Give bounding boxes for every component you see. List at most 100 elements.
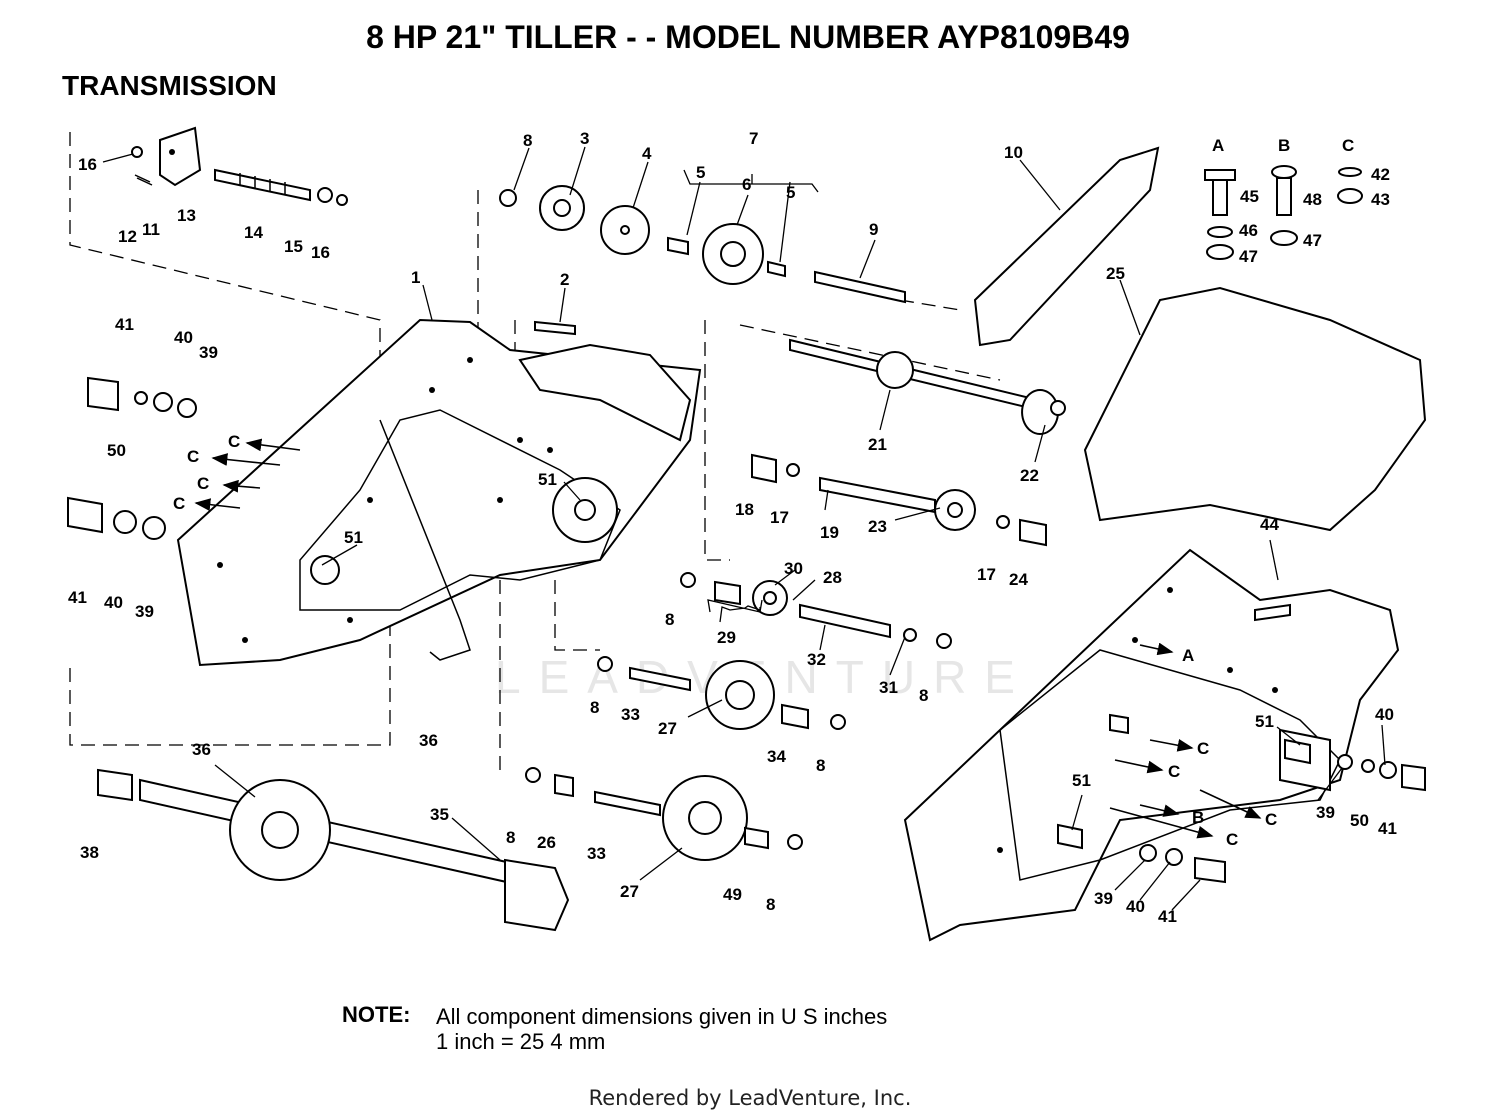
arrow-label-c7: C xyxy=(1265,810,1277,829)
callout-27a: 27 xyxy=(658,719,677,738)
callout-29: 29 xyxy=(717,628,736,647)
callout-37: 36 xyxy=(419,731,438,750)
upper-shaft-assembly xyxy=(789,338,1066,435)
callout-18: 18 xyxy=(735,500,754,519)
callout-38: 38 xyxy=(80,843,99,862)
callout-41-top: 41 xyxy=(115,315,134,334)
callout-33b: 33 xyxy=(587,844,606,863)
callout-8-top: 8 xyxy=(523,131,532,150)
hardware-key-a: A xyxy=(1212,136,1224,155)
callout-25: 25 xyxy=(1106,264,1125,283)
callout-27b: 27 xyxy=(620,882,639,901)
callout-1: 1 xyxy=(411,268,420,287)
callout-40-right: 40 xyxy=(1375,705,1394,724)
arrow-label-c2: C xyxy=(187,447,199,466)
callout-8-right: 8 xyxy=(919,686,928,705)
housing-right xyxy=(903,548,1400,942)
arrow-label-b: B xyxy=(1192,808,1204,827)
callout-19: 19 xyxy=(820,523,839,542)
callout-28: 28 xyxy=(823,568,842,587)
callout-42: 42 xyxy=(1371,165,1390,184)
callout-10: 10 xyxy=(1004,143,1023,162)
upper-sprockets xyxy=(499,185,906,304)
housing-left xyxy=(176,318,702,667)
gasket xyxy=(1083,286,1427,532)
leader-lines xyxy=(102,146,1386,911)
callout-41-right: 41 xyxy=(1378,819,1397,838)
arrow-label-c5: C xyxy=(1197,739,1209,758)
callout-40-top: 40 xyxy=(174,328,193,347)
callout-numbers: 16 11 12 13 14 15 16 1 2 8 3 4 5 7 6 5 9… xyxy=(68,129,1397,926)
callout-12: 12 xyxy=(118,227,137,246)
callout-4: 4 xyxy=(642,144,652,163)
callout-36: 36 xyxy=(192,740,211,759)
tine-axle-assembly xyxy=(97,768,570,932)
note-line-1: All component dimensions given in U S in… xyxy=(436,1004,887,1029)
callout-3: 3 xyxy=(580,129,589,148)
callout-33a: 33 xyxy=(621,705,640,724)
callout-23: 23 xyxy=(868,517,887,536)
shift-assembly xyxy=(131,126,348,206)
callout-43: 43 xyxy=(1371,190,1390,209)
idler-gear-upper xyxy=(597,656,846,730)
callout-21: 21 xyxy=(868,435,887,454)
callout-30: 30 xyxy=(784,559,803,578)
callout-48: 48 xyxy=(1303,190,1322,209)
callout-40-low: 40 xyxy=(1126,897,1145,916)
callout-49: 49 xyxy=(723,885,742,904)
section-title: TRANSMISSION xyxy=(62,70,277,101)
left-bearings xyxy=(67,376,197,540)
page-title: 8 HP 21" TILLER - - MODEL NUMBER AYP8109… xyxy=(366,19,1130,55)
callout-32: 32 xyxy=(807,650,826,669)
note-line-2: 1 inch = 25 4 mm xyxy=(436,1029,605,1054)
callout-39-right: 39 xyxy=(1316,803,1335,822)
callout-8-e: 8 xyxy=(506,828,515,847)
callout-26: 26 xyxy=(537,833,556,852)
callout-47b: 47 xyxy=(1303,231,1322,250)
callout-47a: 47 xyxy=(1239,247,1258,266)
hardware-key-c: C xyxy=(1342,136,1354,155)
callout-44: 44 xyxy=(1260,515,1279,534)
callout-8-c: 8 xyxy=(590,698,599,717)
shift-rod xyxy=(379,419,471,661)
callout-11: 11 xyxy=(142,220,160,239)
callout-39-top: 39 xyxy=(199,343,218,362)
callout-50-left: 50 xyxy=(107,441,126,460)
callout-8-d: 8 xyxy=(816,756,825,775)
idler-gear-lower xyxy=(525,767,803,861)
footer-credit: Rendered by LeadVenture, Inc. xyxy=(589,1086,912,1110)
callout-24: 24 xyxy=(1009,570,1028,589)
arrow-labels: C C C C A C C B C C xyxy=(173,432,1277,849)
right-bearings xyxy=(1139,754,1426,884)
hardware-key xyxy=(1204,165,1363,260)
callout-7: 7 xyxy=(749,129,758,148)
arrow-label-c1: C xyxy=(228,432,240,451)
housing-top-cover xyxy=(518,320,692,442)
callout-17a: 17 xyxy=(770,508,789,527)
callout-39-mid: 39 xyxy=(135,602,154,621)
callout-34: 34 xyxy=(767,747,786,766)
callout-51-right: 51 xyxy=(1255,712,1274,731)
note-label: NOTE: xyxy=(342,1002,410,1027)
callout-8-mid: 8 xyxy=(665,610,674,629)
callout-13: 13 xyxy=(177,206,196,225)
callout-35: 35 xyxy=(430,805,449,824)
arrow-label-c6: C xyxy=(1168,762,1180,781)
callout-50-right: 50 xyxy=(1350,811,1369,830)
callout-16b: 16 xyxy=(311,243,330,262)
drive-chain xyxy=(973,146,1160,347)
callout-46: 46 xyxy=(1239,221,1258,240)
callout-31: 31 xyxy=(879,678,898,697)
arrow-label-a: A xyxy=(1182,646,1194,665)
callout-17b: 17 xyxy=(977,565,996,584)
callout-5b: 5 xyxy=(786,183,795,202)
callout-14: 14 xyxy=(244,223,263,242)
callout-6: 6 xyxy=(742,175,751,194)
callout-41-low: 41 xyxy=(1158,907,1177,926)
callout-2: 2 xyxy=(560,270,569,289)
arrow-label-c4: C xyxy=(173,494,185,513)
callout-45: 45 xyxy=(1240,187,1259,206)
callout-51-mid: 51 xyxy=(538,470,557,489)
callout-8-f: 8 xyxy=(766,895,775,914)
